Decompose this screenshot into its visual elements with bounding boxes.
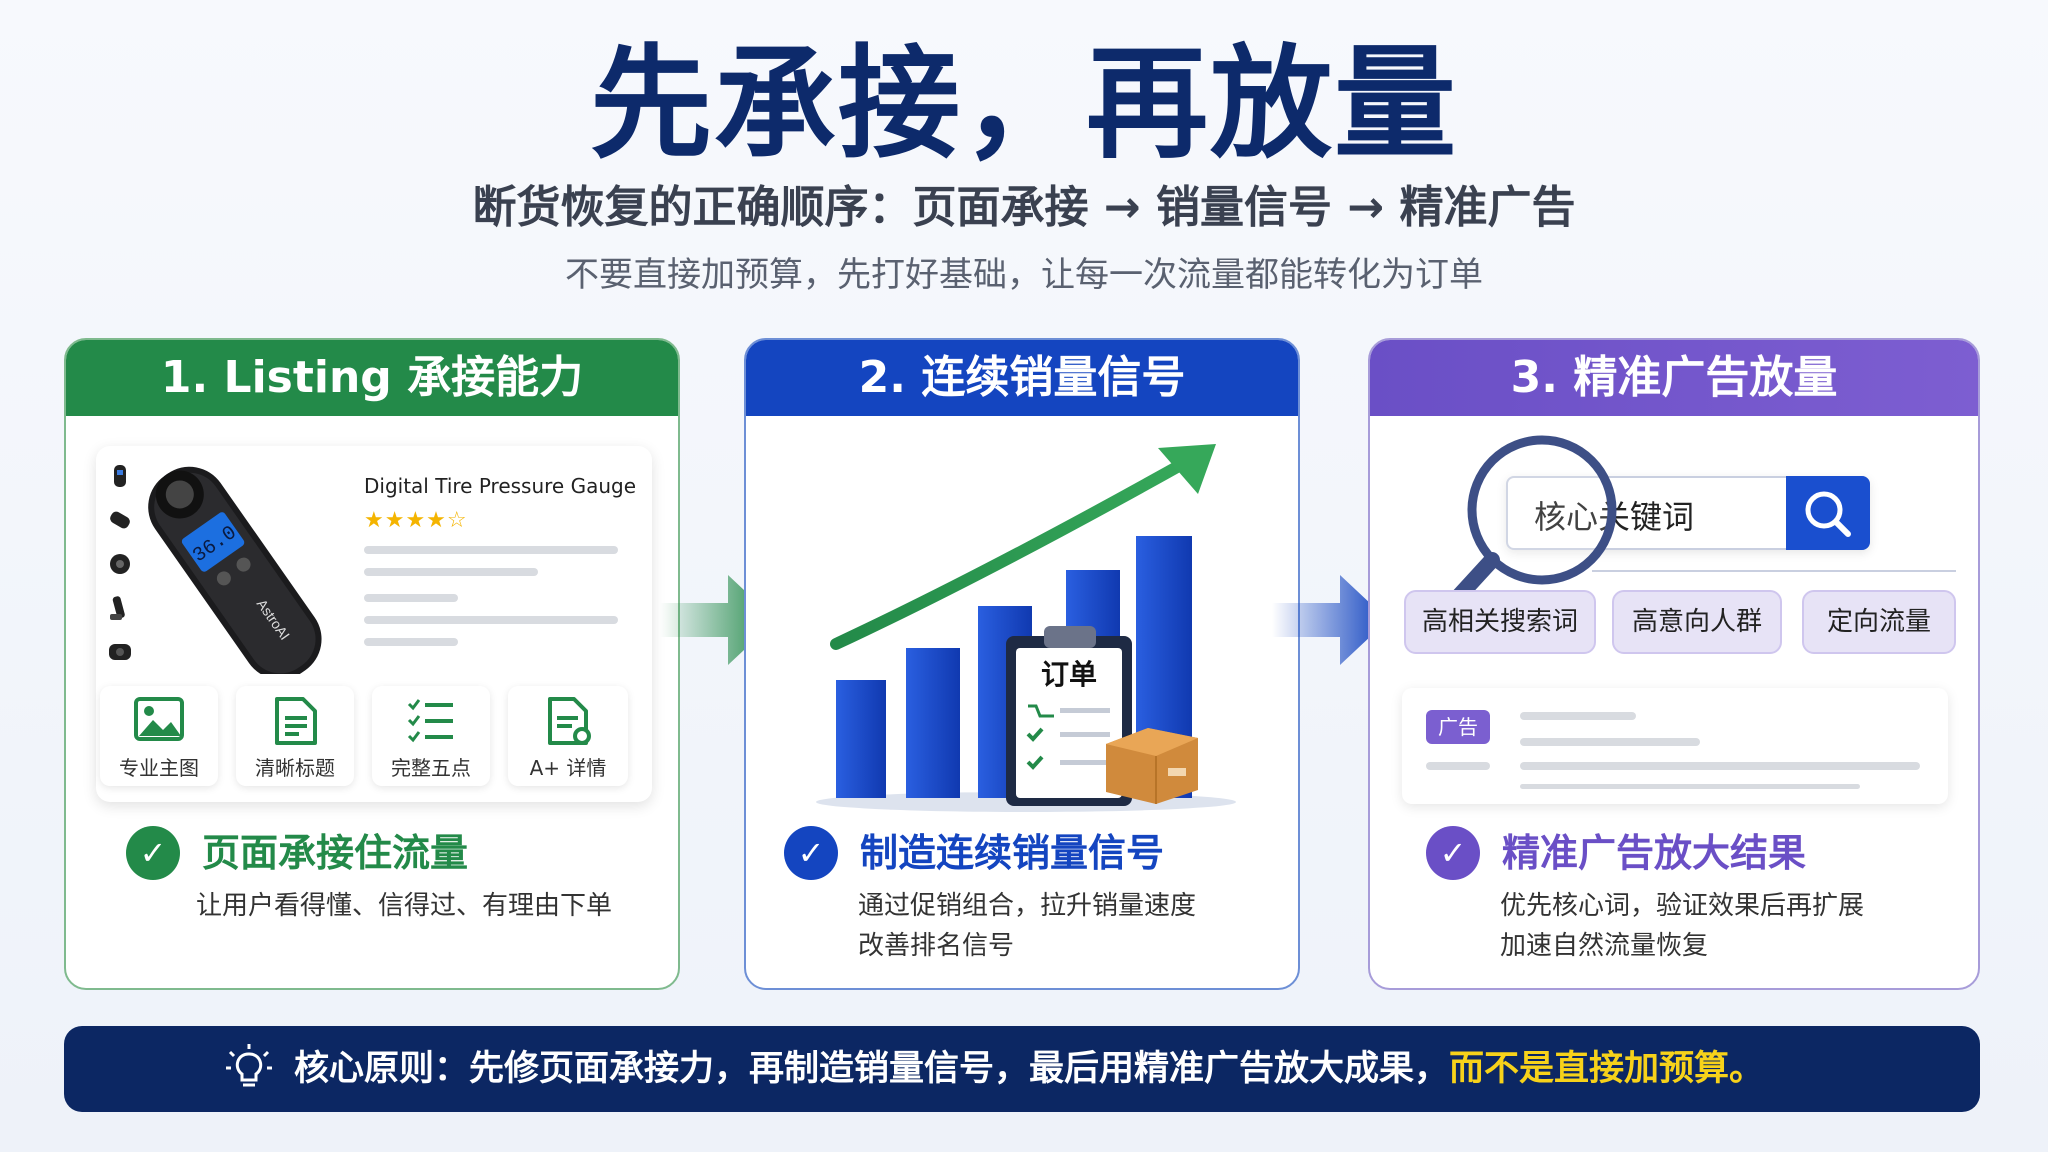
result-title: 制造连续销量信号 xyxy=(860,831,1165,875)
search-icon xyxy=(1805,491,1851,537)
thumbnail-icon xyxy=(110,596,125,620)
result-description: 让用户看得懂、信得过、有理由下单 xyxy=(196,891,613,921)
text-placeholder-line xyxy=(364,616,618,624)
principle-highlight: 而不是直接加预算。 xyxy=(1449,1049,1765,1089)
text-placeholder-line xyxy=(364,594,458,602)
feature-clear-title: 清晰标题 xyxy=(236,686,354,786)
card-listing-header: 1. Listing 承接能力 xyxy=(66,340,678,416)
arrow-right-icon xyxy=(1272,575,1388,665)
thumbnail-icon xyxy=(110,511,130,529)
text-placeholder-line xyxy=(1520,762,1920,770)
card-listing: 1. Listing 承接能力 36.0 AstroAI Digital Tir… xyxy=(64,338,680,990)
feature-a-plus: A+ 详情 xyxy=(508,686,628,786)
text-placeholder-line xyxy=(364,546,618,554)
core-principle-banner: 核心原则：先修页面承接力，再制造销量信号，最后用精准广告放大成果，而不是直接加预… xyxy=(64,1026,1980,1112)
feature-main-image: 专业主图 xyxy=(100,686,218,786)
product-listing-mock: 36.0 AstroAI Digital Tire Pressure Gauge… xyxy=(96,446,652,802)
bar-2 xyxy=(906,648,960,798)
tag-high-intent: 高意向人群 xyxy=(1612,590,1782,654)
check-circle-icon: ✓ xyxy=(1426,826,1480,880)
sales-growth-illustration: 订单 xyxy=(816,444,1236,812)
clipboard-label: 订单 xyxy=(1041,658,1097,691)
text-placeholder-line xyxy=(1520,712,1636,720)
ad-placement-mock: 广告 xyxy=(1402,688,1948,804)
text-placeholder-line xyxy=(364,568,538,576)
page-tagline: 不要直接加预算，先打好基础，让每一次流量都能转化为订单 xyxy=(565,255,1483,295)
document-icon xyxy=(275,697,317,745)
ad-label: 广告 xyxy=(1426,710,1490,744)
check-circle-icon: ✓ xyxy=(126,826,180,880)
lightbulb-icon xyxy=(226,1044,272,1087)
checklist-icon xyxy=(407,699,453,743)
tag-targeted-traffic: 定向流量 xyxy=(1802,590,1956,654)
result-description-2: 改善排名信号 xyxy=(858,931,1015,961)
thumbnail-icon xyxy=(114,465,126,487)
bar-1 xyxy=(836,680,886,798)
page-title: 先承接，再放量 xyxy=(590,33,1458,175)
product-title: Digital Tire Pressure Gauge xyxy=(364,474,637,498)
card-ads-header: 3. 精准广告放量 xyxy=(1370,340,1978,416)
image-icon xyxy=(134,697,184,741)
feature-bullet-points: 完整五点 xyxy=(372,686,490,786)
tire-gauge-image: 36.0 AstroAI xyxy=(148,466,322,674)
document-detail-icon xyxy=(548,697,591,745)
text-placeholder-line xyxy=(1520,738,1700,746)
text-placeholder-line xyxy=(1426,762,1490,770)
card-sales-signal: 2. 连续销量信号 订单 ✓ 制造连续销量信号 通过促销组合，拉升销量速 xyxy=(744,338,1300,990)
thumbnail-icon xyxy=(109,644,131,660)
keyword-search-box[interactable]: 核心关键词 xyxy=(1506,476,1870,550)
result-title: 精准广告放大结果 xyxy=(1502,831,1807,875)
divider xyxy=(1592,570,1956,572)
check-circle-icon: ✓ xyxy=(784,826,838,880)
search-button[interactable] xyxy=(1786,476,1870,550)
rating-stars: ★★★★☆ xyxy=(364,508,468,533)
result-description-1: 优先核心词，验证效果后再扩展 xyxy=(1500,891,1865,921)
result-title: 页面承接住流量 xyxy=(202,831,469,875)
result-description-1: 通过促销组合，拉升销量速度 xyxy=(858,891,1197,921)
page-subtitle: 断货恢复的正确顺序：页面承接 → 销量信号 → 精准广告 xyxy=(472,182,1576,233)
result-description-2: 加速自然流量恢复 xyxy=(1500,931,1709,961)
card-sales-header: 2. 连续销量信号 xyxy=(746,340,1298,416)
text-placeholder-line xyxy=(364,638,458,646)
tag-relevant-keywords: 高相关搜索词 xyxy=(1404,590,1596,654)
text-placeholder-line xyxy=(1520,784,1860,789)
principle-text: 核心原则：先修页面承接力，再制造销量信号，最后用精准广告放大成果， xyxy=(294,1049,1450,1089)
card-precise-ads: 3. 精准广告放量 核心关键词 高相关搜索词 高意向人群 定向流量 广告 ✓ 精… xyxy=(1368,338,1980,990)
thumbnail-icon xyxy=(110,554,130,574)
